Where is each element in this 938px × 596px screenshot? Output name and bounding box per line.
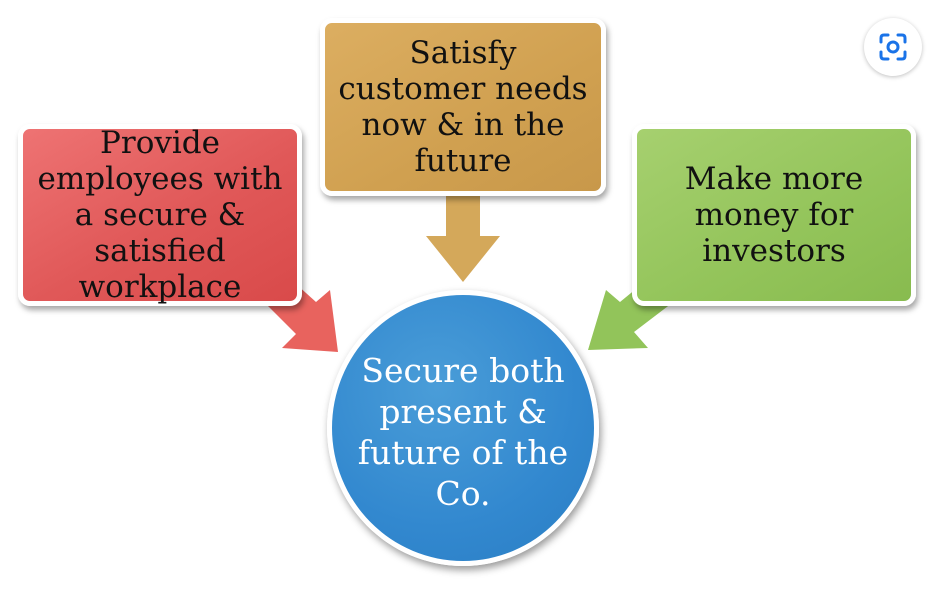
arrow-customers-to-center [426,196,500,282]
node-customers-label: Satisfy customer needs now & in the futu… [338,35,588,179]
node-investors-label: Make more money for investors [684,161,864,269]
visual-search-icon [879,33,907,61]
node-center-label: Secure both present & future of the Co. [357,351,569,513]
node-center: Secure both present & future of the Co. [327,290,599,566]
node-investors: Make more money for investors [632,124,916,306]
node-customers: Satisfy customer needs now & in the futu… [320,18,606,196]
node-employees-label: Provide employees with a secure & satisf… [37,125,283,305]
visual-search-button[interactable] [864,18,922,76]
node-employees: Provide employees with a secure & satisf… [18,124,302,306]
